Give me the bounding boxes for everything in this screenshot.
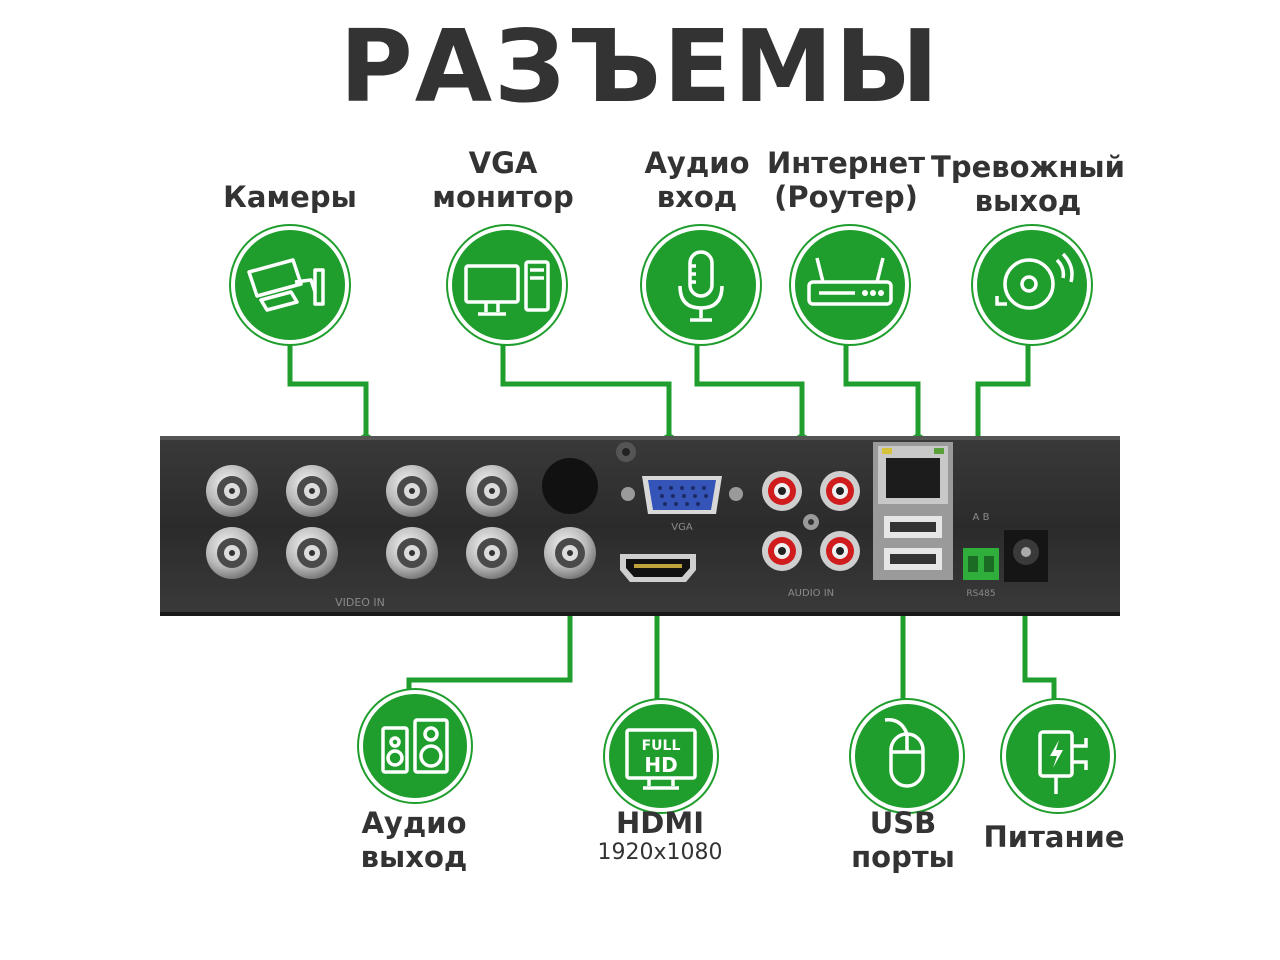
- power-adapter-icon: [1038, 730, 1088, 794]
- full-hd-text-bottom: HD: [644, 753, 677, 777]
- audio-out-circle: [359, 690, 471, 802]
- label-cameras: Камеры: [223, 180, 357, 214]
- computer-icon: [464, 260, 550, 316]
- hdmi-circle: FULL HD: [605, 700, 717, 812]
- video-in-bnc-group: [206, 465, 518, 579]
- audio-in-rca-group: AUDIO IN: [762, 471, 860, 599]
- full-hd-text-top: FULL: [642, 738, 681, 754]
- full-hd-icon: FULL HD: [625, 728, 697, 790]
- alarm-bell-icon: [995, 252, 1074, 310]
- mouse-icon: [884, 718, 925, 788]
- speakers-icon: [381, 718, 449, 774]
- power-jack: [1004, 530, 1048, 582]
- usb-circle: [851, 700, 963, 812]
- internet-circle: [791, 226, 909, 344]
- vga-mark: VGA: [671, 522, 693, 533]
- audio-in-mark: AUDIO IN: [788, 588, 834, 599]
- vga-port: VGA: [621, 476, 743, 533]
- audio-in-circle: [642, 226, 760, 344]
- microphone-icon: [678, 250, 724, 322]
- video-in-mark: VIDEO IN: [335, 596, 385, 609]
- cameras-circle: [231, 226, 349, 344]
- alarm-out-circle: [973, 226, 1091, 344]
- label-power: Питание: [983, 820, 1125, 854]
- dvr-back-panel: VIDEO IN VGA AUDIO IN: [160, 436, 1120, 616]
- camera-icon: [247, 258, 325, 312]
- page-title: РАЗЪЕМЫ: [339, 8, 941, 125]
- router-icon: [807, 257, 893, 306]
- rs485-terminal: A B RS485: [963, 512, 999, 599]
- lan-usb-block: [873, 442, 953, 580]
- ab-mark: A B: [973, 512, 990, 523]
- audio-out-bnc: [544, 527, 596, 579]
- power-circle: [1002, 700, 1114, 812]
- rs485-mark: RS485: [966, 589, 995, 599]
- vga-monitor-circle: [448, 226, 566, 344]
- label-internet: Интернет(Роутер): [766, 146, 926, 214]
- hdmi-resolution: 1920x1080: [597, 840, 723, 865]
- hdmi-port: [620, 554, 696, 582]
